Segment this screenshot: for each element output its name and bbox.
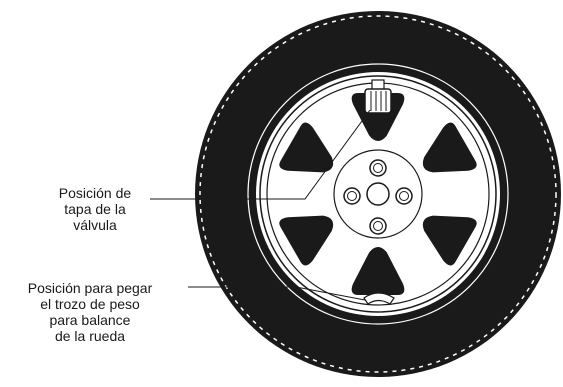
lug-nut [369,159,387,177]
hub [333,149,423,239]
lug-nut [395,187,413,205]
valve-leader-line [150,109,371,200]
valve-cap [364,79,392,114]
balance-weight [363,292,395,305]
lug-nut [343,187,361,205]
tire-tread-dashes [199,15,557,373]
weight-leader-line [188,286,366,301]
center-bore [366,182,390,206]
leader-lines [150,109,371,301]
balance-weight-label: Posición para pegar el trozo de peso par… [27,280,153,344]
lug-nut [369,217,387,235]
valve-cap-label: Posición de tapa de la válvula [58,185,132,233]
tire-sidewall-ring [247,63,509,325]
